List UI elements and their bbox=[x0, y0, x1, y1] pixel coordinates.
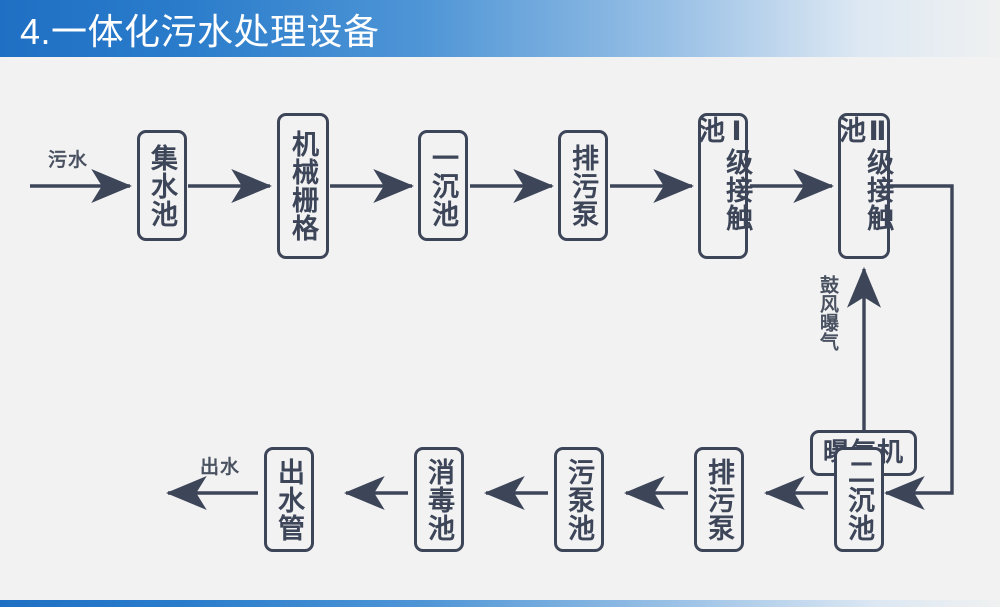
connector-layer bbox=[30, 169, 954, 510]
node-outlet-pipe[interactable]: 出水管 bbox=[264, 447, 314, 552]
node-sewage-pump-top[interactable]: 排污泵 bbox=[558, 130, 608, 241]
node-sludge-pump-tank[interactable]: 污泵池 bbox=[554, 447, 604, 552]
node-contact-tank-level-2[interactable]: Ⅱ级接触池 bbox=[835, 113, 893, 259]
caption-aeration: 鼓风曝气 bbox=[817, 275, 838, 351]
node-sewage-pump-bottom[interactable]: 排污泵 bbox=[694, 447, 744, 552]
process-flow-diagram: 污水 出水 鼓风曝气 集水池 机械栅格 一沉池 排污泵 Ⅰ级接触池 Ⅱ级接触池 … bbox=[0, 57, 1000, 600]
page-title: 4.一体化污水处理设备 bbox=[20, 10, 380, 52]
arrow-contact2-to-secondary bbox=[883, 184, 954, 510]
node-primary-sedimentation-tank[interactable]: 一沉池 bbox=[418, 130, 468, 241]
node-contact-tank-level-1[interactable]: Ⅰ级接触池 bbox=[694, 113, 752, 259]
node-collection-tank[interactable]: 集水池 bbox=[137, 130, 187, 241]
node-secondary-sedimentation-tank[interactable]: 二沉池 bbox=[834, 447, 884, 552]
node-disinfection-tank[interactable]: 消毒池 bbox=[414, 447, 464, 552]
footer-bar bbox=[0, 600, 1000, 607]
header-bar: 4.一体化污水处理设备 bbox=[0, 0, 1000, 57]
caption-effluent: 出水 bbox=[200, 457, 241, 478]
node-mechanical-grating[interactable]: 机械栅格 bbox=[277, 113, 329, 259]
caption-influent: 污水 bbox=[48, 150, 89, 171]
